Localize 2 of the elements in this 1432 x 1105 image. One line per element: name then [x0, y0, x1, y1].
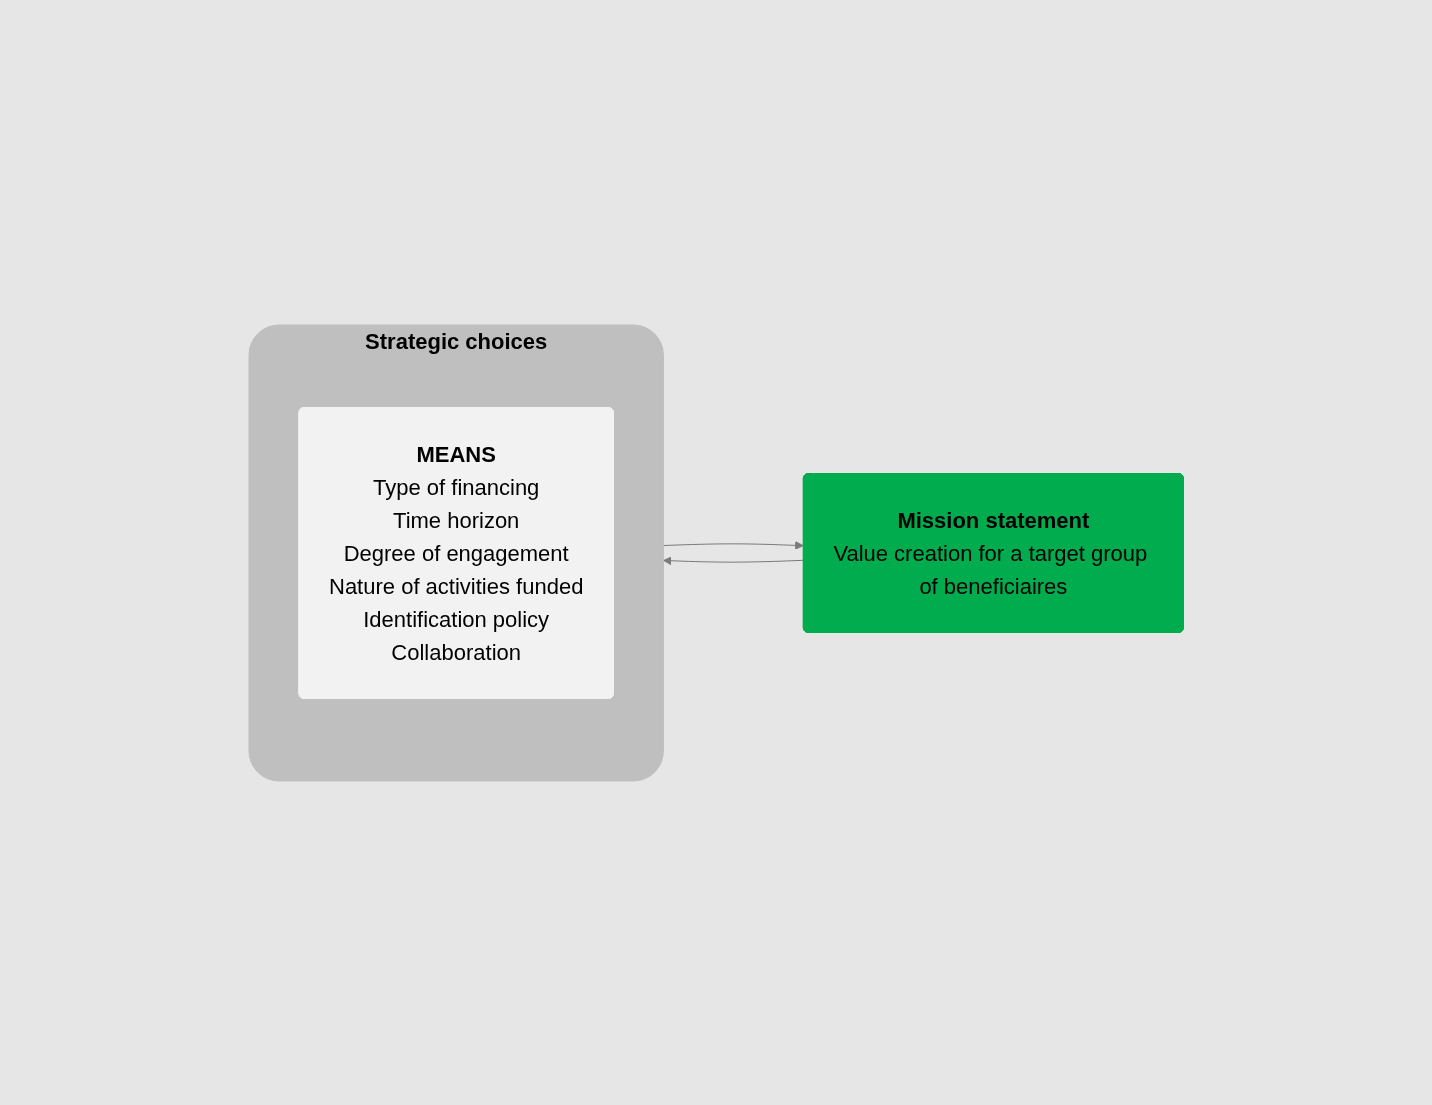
arrow [662, 555, 804, 565]
arrow [662, 540, 804, 550]
